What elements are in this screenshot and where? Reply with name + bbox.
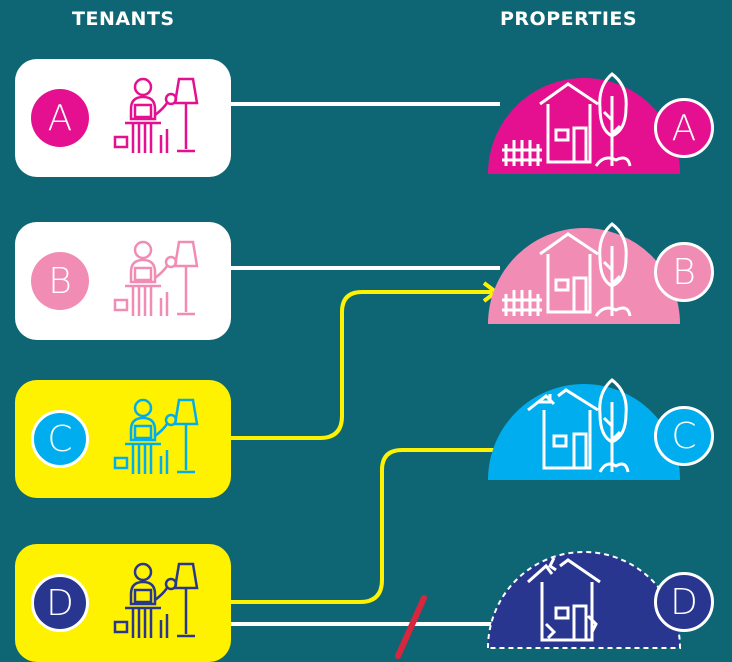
- tenant-with-furniture-icon: [113, 240, 199, 316]
- properties-heading: PROPERTIES: [500, 8, 638, 30]
- property-badge-a: A: [654, 98, 714, 158]
- tenant-with-furniture-icon: [113, 562, 199, 638]
- property-badge-c: C: [654, 406, 714, 466]
- tenant-badge-b: B: [31, 252, 89, 310]
- tenants-heading: TENANTS: [72, 8, 175, 30]
- tenant-badge-c: C: [31, 410, 89, 468]
- tenant-badge-a: A: [31, 89, 89, 147]
- property-badge-d: D: [654, 572, 714, 632]
- connection-d-c: [231, 448, 508, 604]
- tenant-card-b: B: [15, 222, 231, 340]
- tenant-with-furniture-icon: [113, 398, 199, 474]
- tenant-card-d: D: [15, 544, 231, 662]
- property-b-house-icon: [488, 222, 680, 324]
- property-badge-b: B: [654, 242, 714, 302]
- tenant-badge-d: D: [31, 574, 89, 632]
- property-d-derelict-house-icon: [486, 551, 682, 649]
- property-a-house-icon: [488, 72, 680, 174]
- tenant-card-c: C: [15, 380, 231, 498]
- connection-c-b: [231, 290, 492, 440]
- property-c-damaged-house-icon: [488, 378, 680, 480]
- broken-link-slash: [395, 595, 427, 659]
- tenant-card-a: A: [15, 59, 231, 177]
- tenant-with-furniture-icon: [113, 77, 199, 153]
